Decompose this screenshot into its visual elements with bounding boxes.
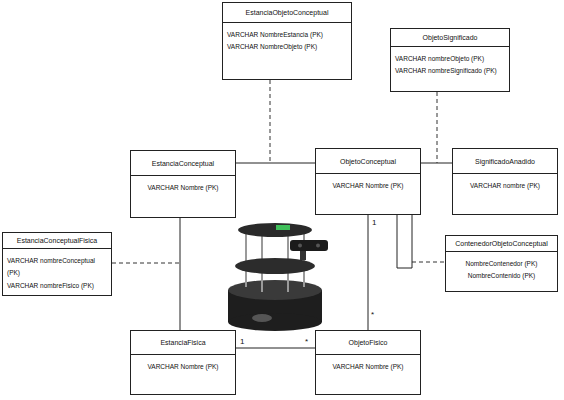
entity-name: EstanciaConceptualFisica xyxy=(17,237,98,244)
entity-box: EstanciaObjetoConceptualVARCHAR NombreEs… xyxy=(222,2,352,80)
robot-plate xyxy=(238,223,312,237)
entity-attribute: VARCHAR Nombre (PK) xyxy=(135,182,231,194)
entity-attribute: VARCHAR Nombre (PK) xyxy=(135,361,231,373)
entity-body: VARCHAR Nombre (PK) xyxy=(316,174,420,195)
entity-box: EstanciaConceptualVARCHAR Nombre (PK) xyxy=(130,150,236,218)
entity-header: ObjetoFisico xyxy=(316,331,420,355)
entity-name: ObjetoConceptual xyxy=(340,158,396,165)
entity-attribute: VARCHAR nombreConceptual (PK) xyxy=(7,255,107,280)
entity-header: EstanciaConceptual xyxy=(131,151,235,176)
entity-box: ObjetoSignificadoVARCHAR nombreObjeto (P… xyxy=(390,28,510,92)
entity-attribute: VARCHAR nombreSignificado (PK) xyxy=(395,65,505,77)
entity-body: VARCHAR Nombre (PK) xyxy=(131,176,235,197)
robot-illustration xyxy=(228,223,328,331)
robot-tag xyxy=(276,225,290,230)
association-line xyxy=(236,163,315,164)
entity-box: EstanciaFisicaVARCHAR Nombre (PK) xyxy=(130,330,236,395)
entity-attribute: VARCHAR Nombre (PK) xyxy=(320,180,416,192)
entity-name: EstanciaFisica xyxy=(160,339,205,346)
entity-name: ObjetoFisico xyxy=(349,339,388,346)
multiplicity-label: * xyxy=(371,311,374,319)
association-line xyxy=(180,218,181,330)
association-line xyxy=(236,348,315,349)
entity-body: VARCHAR nombreConceptual (PK)VARCHAR nom… xyxy=(3,249,111,295)
association-class-links xyxy=(112,80,445,263)
entity-header: ContenedorObjetoConceptual xyxy=(446,236,557,252)
entity-attribute: VARCHAR nombre (PK) xyxy=(457,180,553,192)
sensor-lens xyxy=(316,244,320,248)
entity-attribute: VARCHAR Nombre (PK) xyxy=(320,361,416,373)
entity-name: EstanciaConceptual xyxy=(152,160,214,167)
entity-body: VARCHAR nombreObjeto (PK)VARCHAR nombreS… xyxy=(391,47,509,81)
multiplicity-label: 1 xyxy=(372,219,376,227)
entity-attribute: NombreContenido (PK) xyxy=(450,270,553,282)
multiplicity-label: * xyxy=(305,338,308,346)
entity-box: ContenedorObjetoConceptualNombreContened… xyxy=(445,235,558,292)
entity-box: ObjetoConceptualVARCHAR Nombre (PK) xyxy=(315,148,421,215)
dashed-link xyxy=(437,92,438,163)
association-line xyxy=(368,215,369,330)
entity-attribute: VARCHAR nombreObjeto (PK) xyxy=(395,53,505,65)
entity-box: ObjetoFisicoVARCHAR Nombre (PK) xyxy=(315,330,421,395)
entity-header: ObjetoConceptual xyxy=(316,149,420,174)
entity-body: VARCHAR NombreEstancia (PK)VARCHAR Nombr… xyxy=(223,23,351,57)
entity-body: NombreContenedor (PK)NombreContenido (PK… xyxy=(446,252,557,286)
entity-box: EstanciaConceptualFisicaVARCHAR nombreCo… xyxy=(2,232,112,296)
entity-header: EstanciaFisica xyxy=(131,331,235,355)
multiplicity-label: 1 xyxy=(240,338,244,346)
entity-body: VARCHAR Nombre (PK) xyxy=(131,355,235,376)
entity-attribute: VARCHAR NombreEstancia (PK) xyxy=(227,29,347,41)
entity-attribute: NombreContenedor (PK) xyxy=(450,258,553,270)
entity-header: ObjetoSignificado xyxy=(391,29,509,47)
entity-name: EstanciaObjetoConceptual xyxy=(246,9,329,16)
robot-base-top xyxy=(228,280,322,300)
sensor-lens xyxy=(298,244,302,248)
robot-wheel xyxy=(252,314,272,322)
robot-base xyxy=(228,313,322,331)
entity-name: ObjetoSignificado xyxy=(423,34,478,41)
entity-header: SignificadoAnadido xyxy=(453,149,557,174)
association-line xyxy=(397,215,412,268)
entity-body: VARCHAR Nombre (PK) xyxy=(316,355,420,376)
sensor-stand xyxy=(300,250,306,260)
dashed-link xyxy=(112,263,180,264)
entity-attribute: VARCHAR nombreFisico (PK) xyxy=(7,280,107,292)
entity-header: EstanciaConceptualFisica xyxy=(3,233,111,249)
robot-plate xyxy=(235,258,315,274)
dashed-link xyxy=(270,80,271,163)
dashed-link xyxy=(412,262,445,263)
entity-header: EstanciaObjetoConceptual xyxy=(223,3,351,23)
entity-body: VARCHAR nombre (PK) xyxy=(453,174,557,195)
entity-name: ContenedorObjetoConceptual xyxy=(455,240,548,247)
entity-box: SignificadoAnadidoVARCHAR nombre (PK) xyxy=(452,148,558,215)
association-line xyxy=(421,163,452,164)
entity-name: SignificadoAnadido xyxy=(475,158,535,165)
kinect-sensor xyxy=(290,240,328,251)
entity-attribute: VARCHAR NombreObjeto (PK) xyxy=(227,41,347,53)
